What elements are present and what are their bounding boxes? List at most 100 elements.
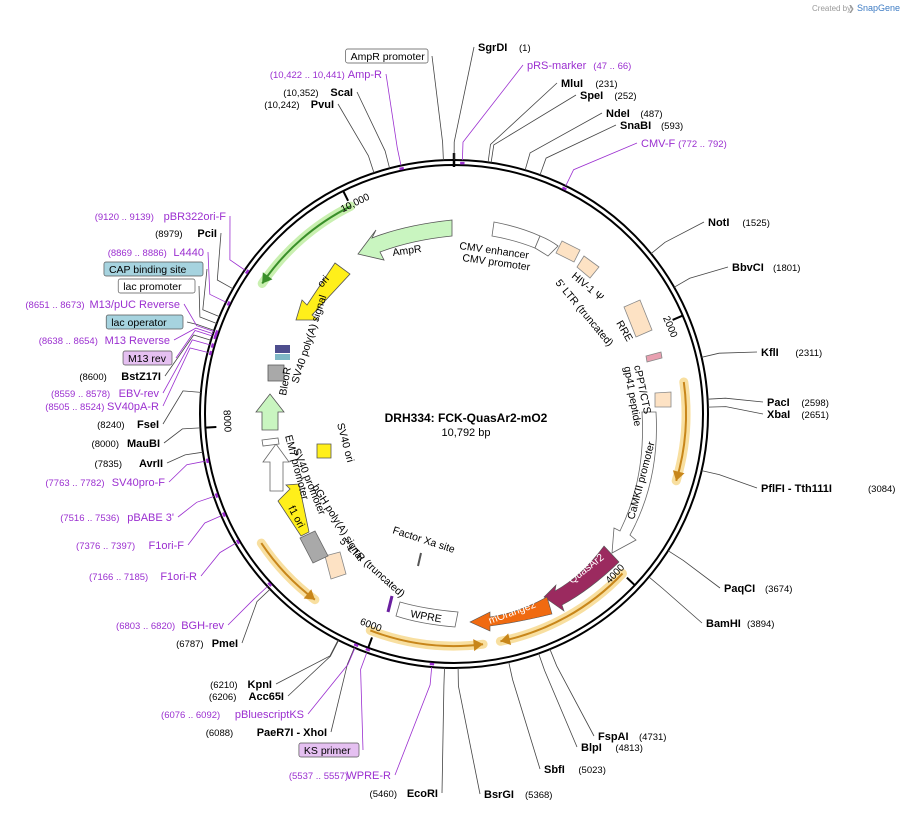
site-sbfi[interactable]: SbfI(5023) (544, 764, 606, 776)
site-position: (8240) (97, 420, 124, 431)
site-amp-r[interactable]: Amp-R(10,422 .. 10,441) (270, 69, 382, 81)
hiv-1-psi-shape[interactable] (555, 240, 581, 263)
site-m13-reverse[interactable]: M13 Reverse(8638 .. 8654) (39, 335, 170, 347)
morange2-shape[interactable] (469, 596, 553, 632)
site-lac-operator[interactable]: lac operator (105, 314, 184, 330)
site-spei[interactable]: SpeI(252) (580, 90, 637, 102)
quasar2-region-arc[interactable] (500, 572, 624, 643)
gp41-peptide-shape[interactable] (654, 391, 672, 408)
site-position: (3084) (868, 484, 895, 495)
site-paer7i-xhoi[interactable]: PaeR7I - XhoI(6088) (206, 727, 327, 739)
site-m13-puc-reverse[interactable]: M13/pUC Reverse(8651 .. 8673) (25, 299, 180, 311)
site-xbai[interactable]: XbaI(2651) (767, 409, 829, 421)
site-name: SnaBI (620, 120, 651, 132)
site-position: (3674) (765, 584, 792, 595)
site-m13-rev[interactable]: M13 rev (122, 350, 173, 366)
leader-bamhi (648, 576, 703, 624)
leader-bgh-rev (227, 586, 268, 626)
site-position: (231) (595, 79, 617, 90)
factor-xa-site-shape[interactable] (417, 552, 422, 567)
site-acc65i[interactable]: Acc65I(6206) (209, 691, 284, 703)
5-ltr-truncated-shape[interactable] (576, 255, 600, 279)
primer-mark-cmv-f (561, 186, 567, 191)
ampr-arc[interactable] (261, 205, 352, 285)
site-maubi[interactable]: MauBI(8000) (92, 438, 160, 450)
site-cmv-f[interactable]: CMV-F(772 .. 792) (641, 138, 727, 150)
site-avrii[interactable]: AvrII(7835) (95, 458, 163, 470)
site-lac-promoter[interactable]: lac promoter (117, 278, 196, 294)
site-paci[interactable]: PacI(2598) (767, 397, 829, 409)
morange2-region-arc[interactable] (369, 629, 484, 647)
site-pmei[interactable]: PmeI(6787) (176, 638, 238, 650)
site-cap-binding-site[interactable]: CAP binding site (103, 261, 204, 277)
site-sgrdi[interactable]: SgrDI(1) (478, 42, 531, 54)
site-position: (9120 .. 9139) (95, 212, 154, 223)
em7-promoter-shape[interactable] (261, 437, 280, 447)
site-bstz17i[interactable]: BstZ17I(8600) (79, 371, 161, 383)
site-l4440[interactable]: L4440(8869 .. 8886) (108, 247, 204, 259)
site-kfli[interactable]: KflI(2311) (761, 347, 822, 359)
site-ebv-rev[interactable]: EBV-rev(8559 .. 8578) (51, 388, 159, 400)
site-bsrgi[interactable]: BsrGI(5368) (484, 789, 552, 801)
site-fspai[interactable]: FspAI(4731) (598, 731, 666, 743)
leader-f1ori-f (187, 515, 222, 546)
site-ndei[interactable]: NdeI(487) (606, 108, 663, 120)
quasar2-shape[interactable] (543, 545, 620, 612)
site-name: MluI (561, 78, 583, 90)
primer-mark-m13-puc-reverse (214, 330, 219, 335)
cmv-enhancer-shape[interactable] (491, 221, 541, 249)
site-name: BbvCI (732, 262, 764, 274)
site-mlui[interactable]: MluI (231) (561, 78, 618, 90)
site-bbvci[interactable]: BbvCI(1801) (732, 262, 800, 274)
site-ampr-promoter[interactable]: AmpR promoter (345, 48, 429, 64)
camkii-promoter-shape[interactable] (611, 411, 657, 554)
site-pbluescriptks[interactable]: pBluescriptKS(6076 .. 6092) (161, 709, 304, 721)
leader-sv40pro-f (168, 460, 205, 483)
snapgene-icon: ❯ (848, 4, 855, 13)
cmv-promoter-shape[interactable] (534, 235, 559, 257)
sv40-poly-a-signal-shape[interactable] (267, 364, 285, 382)
site-f1ori-r[interactable]: F1ori-R(7166 .. 7185) (89, 571, 197, 583)
site-pvui[interactable]: PvuI(10,242) (264, 99, 334, 111)
site-pbabe-3[interactable]: pBABE 3'(7516 .. 7536) (60, 512, 174, 524)
sv40-ori-shape[interactable] (316, 443, 332, 459)
leader-kpni (275, 639, 339, 685)
site-wpre-r[interactable]: WPRE-R(5537 .. 5557) (289, 770, 391, 782)
sv40-promoter-shape[interactable] (262, 443, 290, 492)
site-fsei[interactable]: FseI(8240) (97, 419, 159, 431)
site-f1ori-f[interactable]: F1ori-F(7376 .. 7397) (76, 540, 184, 552)
site-ks-primer[interactable]: KS primer (298, 742, 360, 758)
site-position: (8600) (79, 372, 106, 383)
site-sv40pro-f[interactable]: SV40pro-F(7763 .. 7782) (45, 477, 165, 489)
site-scai[interactable]: ScaI(10,352) (283, 87, 353, 99)
site-kpni[interactable]: KpnI(6210) (210, 679, 272, 691)
site-pcii[interactable]: PciI(8979) (155, 228, 217, 240)
wpre-label: WPRE (409, 608, 442, 625)
site-name: lac promoter (123, 281, 182, 293)
cppt-cts-shape[interactable] (645, 351, 663, 363)
rre-shape[interactable] (623, 299, 653, 338)
site-snabi[interactable]: SnaBI(593) (620, 120, 683, 132)
site-bamhi[interactable]: BamHI(3894) (706, 618, 774, 630)
site-paqci[interactable]: PaqCI(3674) (724, 583, 792, 595)
primer-mark-amp-r (399, 166, 405, 171)
leader-blpi (538, 653, 578, 748)
site-blpi[interactable]: BlpI(4813) (581, 742, 643, 754)
bgh-poly-a-signal-shape[interactable] (299, 530, 329, 564)
leader-m13-reverse (173, 327, 214, 341)
site-position: (6076 .. 6092) (161, 710, 220, 721)
ampr-shape[interactable] (357, 219, 453, 261)
site-prs-marker[interactable]: pRS-marker(47 .. 66) (527, 60, 631, 72)
site-ecori[interactable]: EcoRI(5460) (370, 788, 438, 800)
site-position: (8869 .. 8886) (108, 248, 167, 259)
3-ltr-truncated-shape[interactable] (324, 551, 347, 580)
site-bgh-rev[interactable]: BGH-rev(6803 .. 6820) (116, 620, 224, 632)
f1-ori-shape[interactable] (277, 483, 310, 537)
site-sv40pa-r[interactable]: SV40pA-R(8505 .. 8524) (45, 401, 159, 413)
site-pbr322ori-f[interactable]: pBR322ori-F(9120 .. 9139) (95, 211, 227, 223)
bleor-shape[interactable] (255, 393, 285, 431)
site-noti[interactable]: NotI(1525) (708, 217, 770, 229)
wpre-shape[interactable] (395, 601, 459, 628)
site-pflfi-tth111i[interactable]: PflFI - Tth111I(3084) (761, 483, 895, 495)
ori-shape[interactable] (295, 262, 351, 321)
